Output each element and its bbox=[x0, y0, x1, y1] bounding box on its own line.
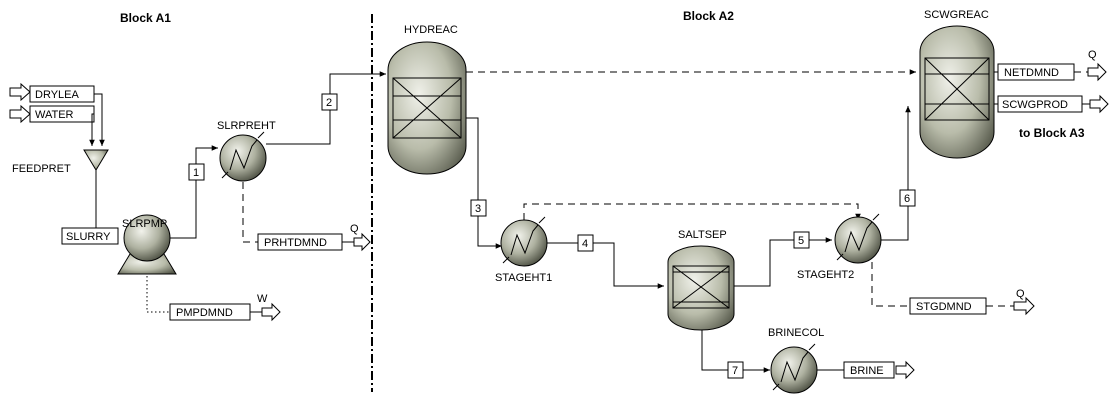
pmpdmnd-arrow-icon bbox=[261, 302, 281, 322]
stream-4-label: 4 bbox=[582, 238, 588, 250]
stream-slurry-label: SLURRY bbox=[66, 231, 111, 243]
unit-slrpreht-label: SLRPREHT bbox=[217, 120, 276, 132]
stream-scwgprod-label: SCWGPROD bbox=[1002, 99, 1068, 111]
stream-prhtdmnd-label: PRHTDMND bbox=[264, 237, 327, 249]
stream-1-label: 1 bbox=[193, 167, 199, 179]
stage-heat-link-line bbox=[523, 203, 861, 220]
unit-stageht1[interactable]: STAGEHT1 bbox=[495, 216, 552, 284]
stream-slurry[interactable]: SLURRY bbox=[61, 227, 119, 245]
stage-duty-line bbox=[871, 262, 910, 307]
unit-stageht1-label: STAGEHT1 bbox=[495, 272, 552, 284]
brine-arrow-icon bbox=[895, 360, 915, 380]
unit-scwgreac[interactable]: SCWGREAC bbox=[919, 9, 995, 159]
unit-hydreac-label: HYDREAC bbox=[404, 24, 458, 36]
block-a3-label: to Block A3 bbox=[1019, 126, 1085, 140]
stream-4[interactable]: 4 bbox=[577, 234, 594, 252]
drylea-line bbox=[94, 93, 105, 146]
unit-stageht2-label: STAGEHT2 bbox=[797, 269, 854, 281]
prht-duty-line bbox=[242, 182, 258, 243]
stream-6[interactable]: 6 bbox=[899, 189, 916, 207]
stream-pmpdmnd[interactable]: PMPDMND bbox=[169, 303, 251, 321]
unit-brinecol[interactable]: BRINECOL bbox=[768, 327, 824, 394]
stream-6-label: 6 bbox=[904, 193, 910, 205]
water-line bbox=[89, 113, 95, 146]
unit-feedpret-label: FEEDPRET bbox=[12, 163, 71, 175]
stream-stgdmnd-label: STGDMND bbox=[916, 301, 972, 313]
stream-7[interactable]: 7 bbox=[727, 361, 744, 379]
stream-4-line bbox=[547, 242, 664, 289]
stream-water[interactable]: WATER bbox=[29, 105, 95, 123]
stream-1[interactable]: 1 bbox=[188, 163, 205, 181]
unit-saltsep[interactable]: SALTSEP bbox=[667, 229, 735, 331]
unit-slrpreht[interactable]: SLRPREHT bbox=[217, 120, 276, 182]
stream-2[interactable]: 2 bbox=[321, 93, 338, 111]
unit-hydreac[interactable]: HYDREAC bbox=[387, 24, 467, 175]
stream-netdmnd[interactable]: NETDMND bbox=[997, 63, 1075, 81]
stream-drylea[interactable]: DRYLEA bbox=[29, 85, 95, 103]
unit-feedpret[interactable]: FEEDPRET bbox=[12, 149, 109, 175]
stream-prhtdmnd[interactable]: PRHTDMND bbox=[257, 233, 343, 251]
stream-3-label: 3 bbox=[475, 203, 481, 215]
unit-saltsep-label: SALTSEP bbox=[678, 229, 727, 241]
stream-5-label: 5 bbox=[798, 235, 804, 247]
heat-label-q2: Q bbox=[1088, 49, 1097, 61]
block-a2-title: Block A2 bbox=[683, 9, 734, 23]
block-a1-title: Block A1 bbox=[120, 11, 171, 25]
heat-label-q1: Q bbox=[350, 223, 359, 235]
stream-3-line bbox=[466, 117, 502, 249]
water-feed-arrow-icon bbox=[9, 104, 31, 124]
heat-label-q3: Q bbox=[1016, 288, 1025, 300]
stream-7-line bbox=[701, 330, 770, 373]
stream-6-line bbox=[881, 106, 911, 241]
stream-2-label: 2 bbox=[326, 97, 332, 109]
unit-brinecol-label: BRINECOL bbox=[768, 327, 824, 339]
stream-pmpdmnd-label: PMPDMND bbox=[176, 307, 233, 319]
stream-1-line bbox=[170, 145, 218, 239]
stream-brine-label: BRINE bbox=[850, 365, 884, 377]
stream-stgdmnd[interactable]: STGDMND bbox=[909, 297, 987, 315]
stgdmnd-arrow-icon bbox=[1013, 296, 1035, 316]
pump-work-line bbox=[146, 276, 170, 313]
unit-stageht2[interactable]: STAGEHT2 bbox=[797, 213, 882, 281]
stream-netdmnd-label: NETDMND bbox=[1004, 67, 1059, 79]
stream-water-label: WATER bbox=[35, 109, 74, 121]
unit-slrpmp[interactable]: SLRPMP bbox=[117, 214, 177, 275]
prhtdmnd-arrow-icon bbox=[353, 232, 371, 252]
unit-slrpmp-label: SLRPMP bbox=[122, 218, 167, 230]
unit-scwgreac-label: SCWGREAC bbox=[924, 9, 989, 21]
stream-brine[interactable]: BRINE bbox=[843, 361, 895, 379]
scwgprod-arrow-icon bbox=[1089, 94, 1109, 114]
stream-3[interactable]: 3 bbox=[470, 199, 487, 217]
stream-5[interactable]: 5 bbox=[793, 231, 810, 249]
stream-7-label: 7 bbox=[732, 365, 738, 377]
work-label-w: W bbox=[257, 293, 268, 305]
netdmnd-arrow-icon bbox=[1087, 62, 1107, 82]
stream-drylea-label: DRYLEA bbox=[35, 89, 79, 101]
stream-scwgprod[interactable]: SCWGPROD bbox=[997, 95, 1083, 113]
drylea-feed-arrow-icon bbox=[9, 82, 31, 102]
